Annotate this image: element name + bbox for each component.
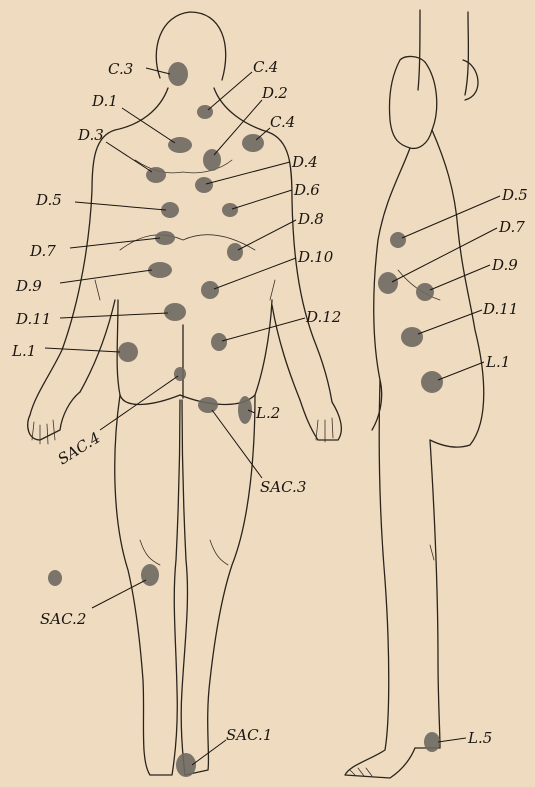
label-d10: D.10 [297,248,334,266]
label-side-d9: D.9 [491,256,518,274]
spot-d10 [201,281,219,299]
label-d4: D.4 [291,153,318,171]
label-d7: D.7 [29,242,56,260]
label-d12: D.12 [305,308,341,326]
spot-sac1 [176,753,196,777]
label-c4-top: C.4 [253,58,278,76]
label-d5: D.5 [35,191,62,209]
label-l1: L.1 [11,342,36,360]
label-d1: D.1 [91,92,118,110]
spot-d1 [168,137,192,153]
label-side-l1: L.1 [485,353,510,371]
spot-d3 [146,167,166,183]
label-l2: L.2 [255,404,280,422]
spot-sac2 [141,564,159,586]
spot-l2 [238,396,252,424]
label-d3: D.3 [77,126,104,144]
spot-sac4 [174,367,186,381]
spot-sac3 [198,397,218,413]
spot-d11 [164,303,186,321]
label-c4-right: C.4 [270,113,295,131]
spot-side-d7 [378,272,398,294]
label-d8: D.8 [297,210,324,228]
spot-side-d9 [416,283,434,301]
spot-side-l1 [421,371,443,393]
spot-side-d11 [401,327,423,347]
spot-side-l5 [424,732,440,752]
label-d2: D.2 [261,84,288,102]
label-side-d11: D.11 [482,300,518,318]
label-side-l5: L.5 [467,729,492,747]
label-d9: D.9 [15,277,42,295]
label-sac2: SAC.2 [40,610,86,628]
label-side-d5: D.5 [501,186,528,204]
label-side-d7: D.7 [498,218,525,236]
label-d6: D.6 [293,181,320,199]
spot-d6 [222,203,238,217]
spot-c3 [168,62,188,86]
spot-d8 [227,243,243,261]
spot-side-d5 [390,232,406,248]
label-sac1: SAC.1 [226,726,272,744]
label-d11: D.11 [15,310,51,328]
spot-stray [48,570,62,586]
spot-d4 [195,177,213,193]
spot-d2 [203,149,221,171]
spot-c4-right [242,134,264,152]
spot-d12 [211,333,227,351]
label-c3: C.3 [108,60,133,78]
spot-l1 [118,342,138,362]
label-sac3: SAC.3 [260,478,306,496]
